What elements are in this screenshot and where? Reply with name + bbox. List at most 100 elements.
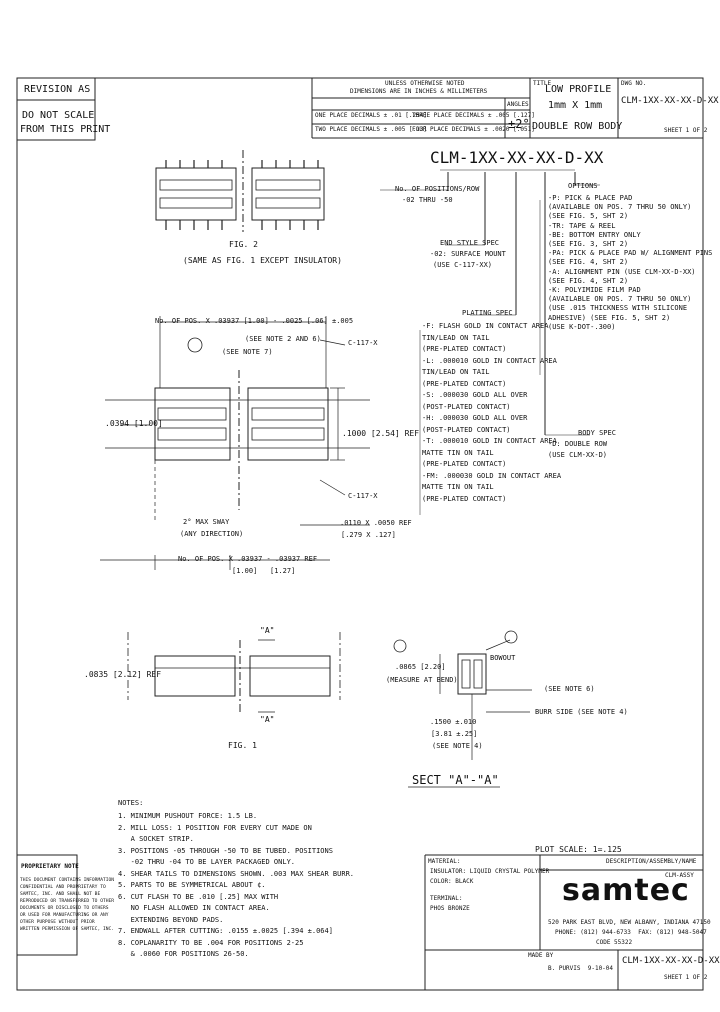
proprietary-line: SAMTEC, INC. AND SHALL NOT BE [20, 892, 101, 897]
proprietary-line: DOCUMENTS OR DISCLOSED TO OTHERS [20, 906, 109, 911]
tolerance-one-place: ONE PLACE DECIMALS ± .01 [.254] [315, 112, 427, 119]
proprietary-line: WRITTEN PERMISSION OF SAMTEC, INC. [20, 927, 115, 932]
plating-line: (PRE-PLATED CONTACT) [422, 345, 507, 353]
sect-dim-note: (MEASURE AT BEND) [386, 676, 458, 684]
plating-title: PLATING SPEC [462, 309, 513, 317]
plating-line: (PRE-PLATED CONTACT) [422, 494, 507, 503]
fig1-right-body [247, 387, 329, 461]
proprietary-line: OTHER PURPOSE WITHOUT PRIOR [20, 920, 95, 925]
sect-burr: BURR SIDE (SEE NOTE 4) [535, 708, 628, 716]
note-ref-2-6: (SEE NOTE 2 AND 6) [245, 335, 321, 343]
view-a-top: "A" [260, 626, 275, 635]
notes-list: 1. MINIMUM PUSHOUT FORCE: 1.5 LB.2. MILL… [118, 811, 354, 961]
proprietary-line: OR USED FOR MANUFACTURING OR ANY [20, 913, 109, 918]
plating-line: (POST-PLATED CONTACT) [422, 402, 511, 411]
plating-line: -L: .000010 GOLD IN CONTACT AREA [422, 356, 557, 365]
note-line: 5. PARTS TO BE SYMMETRICAL ABOUT ¢. [118, 881, 266, 889]
note-line: 3. POSITIONS -05 THROUGH -50 TO BE TUBED… [118, 846, 333, 855]
dim-bottom: No. OF POS. X .03937 - .03937 REF [178, 555, 318, 563]
title-line-1: LOW PROFILE [545, 84, 612, 95]
sheet-number: SHEET 1 OF 2 [664, 127, 708, 134]
note-line: 6. CUT FLASH TO BE .010 [.25] MAX WITH [118, 892, 279, 901]
option-line: (AVAILABLE ON POS. 7 THRU 50 ONLY) [548, 295, 692, 304]
end-style-title: END STYLE SPEC [440, 239, 500, 247]
fig2-right-body [251, 167, 325, 221]
part-number-code: CLM-1XX-XX-XX-D-XX [430, 148, 604, 167]
plating-line: MATTE TIN ON TAIL [422, 483, 494, 491]
dim-side: .0835 [2.12] REF [84, 670, 162, 679]
note-line: A SOCKET STRIP. [118, 835, 194, 843]
made-by-label: MADE BY [528, 952, 554, 959]
footer-sheet: SHEET 1 OF 2 [664, 974, 708, 981]
samtec-logo: samtec [562, 873, 690, 908]
end-style-note: (USE C-117-XX) [433, 261, 493, 269]
option-line: -BE: BOTTOM ENTRY ONLY [548, 230, 641, 239]
note-line: 8. COPLANARITY TO BE .004 FOR POSITIONS … [118, 938, 304, 947]
option-line: -A: ALIGNMENT PIN (USE CLM-XX-D-XX) [548, 267, 696, 276]
do-not-scale-line2: FROM THIS PRINT [20, 124, 111, 135]
callout-c117-top: C-117-X [348, 339, 378, 347]
address-line-2: PHONE: (812) 944-6733 FAX: (812) 948-504… [555, 929, 707, 936]
address-line-1: 520 PARK EAST BLVD, NEW ALBANY, INDIANA … [548, 919, 711, 926]
plating-line: TIN/LEAD ON TAIL [422, 368, 490, 376]
terminal-material: PHOS BRONZE [430, 905, 470, 912]
material-label: MATERIAL: [428, 858, 461, 865]
dim-bottom-mm: [1.00] [232, 567, 258, 575]
body-spec-title: BODY SPEC [578, 429, 616, 437]
plating-list: -F: FLASH GOLD IN CONTACT AREA TIN/LEAD O… [422, 321, 561, 505]
end-style-value: -02: SURFACE MOUNT [430, 250, 506, 258]
proprietary-line: REPRODUCED OR TRANSFERRED TO OTHER [20, 899, 115, 904]
notes-title: NOTES: [118, 799, 144, 807]
positions-title: No. OF POSITIONS/ROW [395, 185, 480, 193]
footer-dwg-no: CLM-1XX-XX-XX-D-XX [622, 956, 720, 966]
tolerance-four-place: FOUR PLACE DECIMALS ± .0020 [.051] [412, 126, 535, 133]
fig2-label: FIG. 2 [229, 240, 258, 249]
fig2-caption: (SAME AS FIG. 1 EXCEPT INSULATOR) [183, 256, 342, 265]
insulator: INSULATOR: LIQUID CRYSTAL POLYMER [430, 868, 550, 875]
note-ref-7: (SEE NOTE 7) [222, 348, 273, 356]
dwg-no: CLM-1XX-XX-XX-D-XX [621, 96, 719, 106]
dim-left: .0394 [1.00] [105, 419, 163, 428]
do-not-scale-line1: DO NOT SCALE [22, 110, 95, 121]
tolerance-three-place: THREE PLACE DECIMALS ± .005 [.127] [412, 112, 535, 119]
color: COLOR: BLACK [430, 878, 474, 885]
plating-line: -F: FLASH GOLD IN CONTACT AREA [422, 322, 549, 330]
dim-bottom-mm2: [1.27] [270, 567, 296, 575]
angles-label: ANGLES [507, 101, 529, 108]
note-line: & .0060 FOR POSITIONS 26-50. [118, 950, 249, 958]
tolerance-header-1: UNLESS OTHERWISE NOTED [385, 80, 465, 87]
body-spec-value: -D: DOUBLE ROW [548, 440, 608, 448]
dim-ref1: .0110 X .0050 REF [340, 519, 412, 527]
option-line: -K: POLYIMIDE FILM PAD [548, 286, 641, 295]
option-line: (SEE FIG. 4, SHT 2) [548, 258, 629, 267]
side-view-right [249, 655, 331, 697]
plating-line: (PRE-PLATED CONTACT) [422, 460, 507, 468]
sect-bowout: BOWOUT [490, 654, 516, 662]
view-a-bottom: "A" [260, 715, 275, 724]
revision-label: REVISION AS [24, 84, 91, 95]
description-value: CLM-ASSY [665, 872, 694, 879]
note-line: EXTENDING BEYOND PADS. [118, 915, 224, 924]
plot-scale: PLOT SCALE: 1=.125 [535, 845, 622, 854]
dim-sway-note: (ANY DIRECTION) [180, 530, 244, 538]
title-line-2: 1mm X 1mm [548, 100, 603, 111]
plating-line: MATTE TIN ON TAIL [422, 448, 494, 457]
option-line: -PA: PICK & PLACE PAD W/ ALIGNMENT PINS [548, 249, 713, 258]
note-line: 7. ENDWALL AFTER CUTTING: .0155 ±.0025 [… [118, 927, 333, 935]
body-spec-note: (USE CLM-XX-D) [548, 451, 608, 459]
proprietary-box [16, 854, 78, 956]
fig2-left-body [155, 167, 237, 221]
options-title: OPTIONS [568, 182, 598, 190]
plating-line: -S: .000030 GOLD ALL OVER [422, 391, 528, 399]
sheet-border [16, 77, 704, 991]
option-line: ADHESIVE) (SEE FIG. 5, SHT 2) [548, 313, 671, 322]
dwg-no-label: DWG NO. [621, 80, 647, 87]
do-not-scale-box [16, 99, 96, 141]
option-line: (SEE FIG. 5, SHT 2) [548, 212, 629, 221]
note-line: 1. MINIMUM PUSHOUT FORCE: 1.5 LB. [118, 812, 258, 820]
terminal: TERMINAL: [430, 895, 463, 902]
proprietary-line: CONFIDENTIAL AND PROPRIETARY TO [20, 885, 106, 890]
note-flag-circle [187, 337, 203, 353]
